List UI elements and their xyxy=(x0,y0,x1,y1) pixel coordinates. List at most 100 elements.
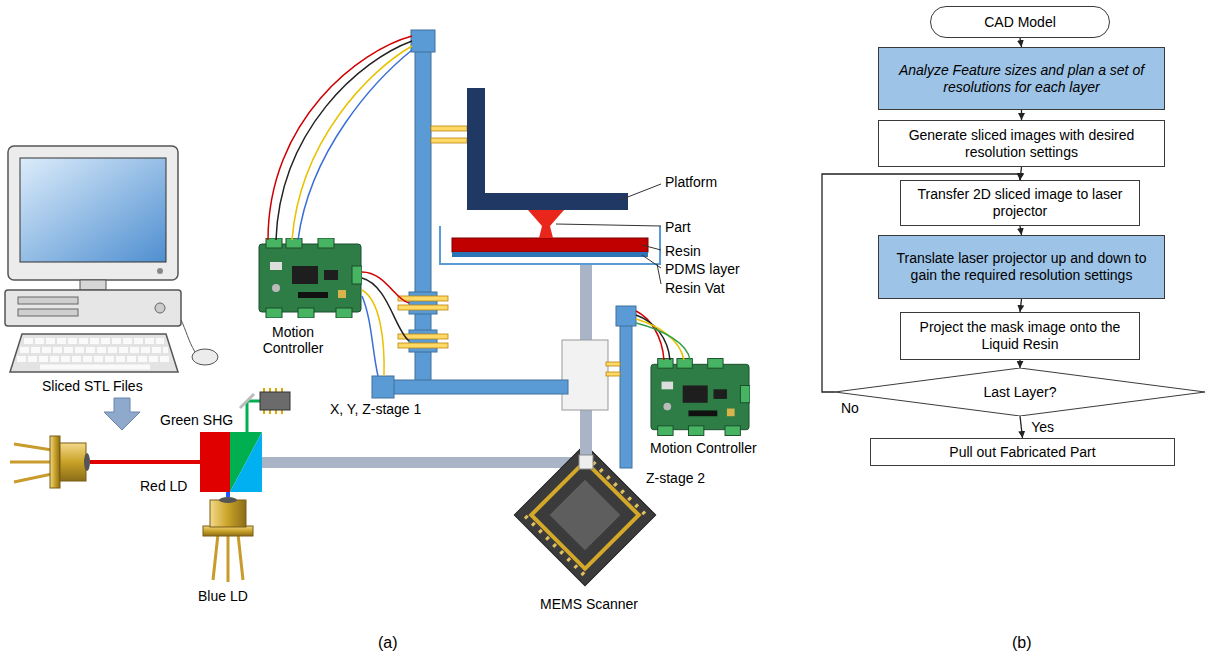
xyz-stage-1 xyxy=(431,138,467,143)
part-label: X, Y, Z-stage 1 xyxy=(330,401,421,417)
xyz-stage-1 xyxy=(409,330,437,352)
node-text: Analyze Feature sizes and plan a set of … xyxy=(891,62,1152,96)
flow-arrow xyxy=(1020,226,1022,235)
mems-scanner-chip xyxy=(525,516,584,575)
control-wires xyxy=(276,41,412,240)
node-text: Generate sliced images with desired reso… xyxy=(891,127,1152,161)
xyz-stage-1 xyxy=(398,343,448,348)
terminal-box: CAD Model xyxy=(930,6,1110,38)
beam-combiner xyxy=(200,432,262,492)
z-stage-2 xyxy=(620,318,632,468)
part-label: Z-stage 2 xyxy=(646,470,705,486)
control-wires xyxy=(268,36,412,240)
beam-combiner xyxy=(230,432,262,492)
computer-icon xyxy=(5,146,218,372)
node-text: Last Layer? xyxy=(983,384,1056,401)
blue-laser-diode xyxy=(203,492,253,582)
red-laser-diode xyxy=(10,444,52,482)
computer-icon xyxy=(181,320,195,352)
z-stage-2 xyxy=(606,372,620,376)
process-box: Project the mask image onto the Liquid R… xyxy=(900,312,1140,360)
xyz-stage-1 xyxy=(398,305,448,310)
part-label: Motion Controller xyxy=(650,440,757,456)
node-text: Translate laser projector up and down to… xyxy=(891,250,1152,284)
node-text: CAD Model xyxy=(984,14,1056,31)
computer-icon xyxy=(18,297,78,304)
node-text: Project the mask image onto the Liquid R… xyxy=(911,319,1129,353)
xyz-stage-1 xyxy=(431,126,467,131)
mems-scanner-chip xyxy=(514,444,655,585)
resin-vat xyxy=(452,238,648,252)
process-box: Generate sliced images with desired reso… xyxy=(878,120,1165,167)
mems-scanner-chip xyxy=(514,444,655,585)
light-beam xyxy=(262,457,588,468)
mems-scanner-chip xyxy=(586,455,645,514)
z-stage-2 xyxy=(606,306,636,468)
red-laser-diode xyxy=(60,443,86,481)
computer-icon xyxy=(10,334,178,372)
file-transfer-arrow xyxy=(104,398,140,430)
blue-laser-diode xyxy=(210,500,246,527)
control-wires xyxy=(362,296,378,376)
computer-icon xyxy=(157,268,163,274)
beam-combiner xyxy=(230,432,262,492)
process-box: Translate laser projector up and down to… xyxy=(878,235,1165,299)
resin-vat xyxy=(452,252,648,257)
computer-icon xyxy=(192,349,218,365)
part-label: Platform xyxy=(665,174,717,190)
diamond-outline xyxy=(835,368,1205,416)
computer-icon xyxy=(80,280,106,290)
panel-label: (b) xyxy=(1012,634,1032,652)
motion-controller-board xyxy=(259,238,362,318)
node-text: Transfer 2D sliced image to laser projec… xyxy=(911,186,1129,220)
blue-laser-diode xyxy=(213,534,243,582)
build-platform xyxy=(467,193,628,210)
mems-scanner-chip xyxy=(531,461,638,568)
control-wires xyxy=(298,50,412,240)
computer-icon xyxy=(18,309,78,316)
computer-icon xyxy=(20,347,168,353)
part-label: Resin xyxy=(665,243,701,259)
control-wires xyxy=(362,290,384,376)
leader-line xyxy=(642,255,661,268)
projection-beam xyxy=(579,455,593,469)
process-box: Pull out Fabricated Part xyxy=(870,438,1175,466)
green-shg-module xyxy=(240,394,254,408)
control-wires xyxy=(636,315,670,360)
flow-arrow xyxy=(1020,299,1022,312)
blue-laser-diode xyxy=(219,497,237,503)
computer-icon xyxy=(5,290,181,326)
green-shg-module xyxy=(240,388,290,432)
control-wires xyxy=(636,311,664,360)
computer-icon xyxy=(155,303,165,313)
edge-label: No xyxy=(839,400,861,416)
computer-icon xyxy=(40,365,150,370)
xyz-stage-1 xyxy=(378,380,568,394)
projection-beam xyxy=(562,340,608,410)
flow-arrow xyxy=(1020,38,1022,47)
leader-line xyxy=(620,184,661,200)
part-label: Blue LD xyxy=(198,588,248,604)
edge-label: Yes xyxy=(1029,419,1056,435)
mems-scanner-chip xyxy=(550,480,621,551)
leader-line xyxy=(642,245,661,250)
part-label: Sliced STL Files xyxy=(42,378,143,394)
build-platform xyxy=(467,88,628,210)
leader-line xyxy=(556,224,661,226)
control-wires xyxy=(636,323,690,360)
computer-icon xyxy=(24,338,164,344)
leader-line xyxy=(657,264,661,284)
green-shg-module xyxy=(246,401,249,432)
xyz-stage-1 xyxy=(409,292,437,314)
build-platform xyxy=(467,88,485,210)
computer-icon xyxy=(20,158,166,262)
decision-diamond: Last Layer? xyxy=(835,368,1205,416)
part-label: Red LD xyxy=(140,478,187,494)
control-wires xyxy=(362,278,409,341)
z-stage-2 xyxy=(606,362,620,366)
red-laser-diode xyxy=(50,436,60,488)
control-wires xyxy=(292,46,412,240)
part-label: MEMS Scanner xyxy=(540,596,638,612)
part-label: Resin Vat xyxy=(665,280,725,296)
computer-icon xyxy=(17,356,171,362)
